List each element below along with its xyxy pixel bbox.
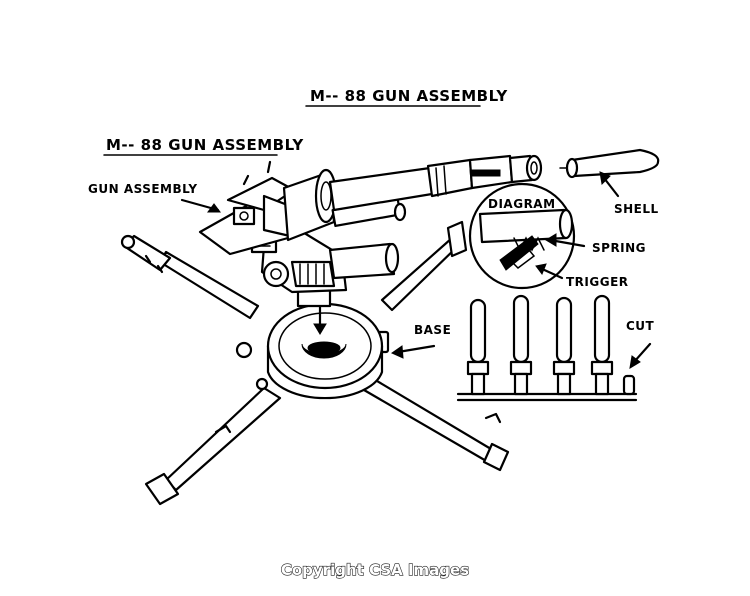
shell-graphic bbox=[559, 148, 660, 179]
trigger-label: TRIGGER bbox=[566, 275, 629, 289]
cut-shell-1 bbox=[466, 298, 490, 396]
secondary-title: M-- 88 GUN ASSEMBLY bbox=[106, 136, 304, 154]
cut-shell-3 bbox=[552, 296, 576, 396]
cut-shells bbox=[456, 294, 638, 402]
spring-label: SPRING bbox=[592, 241, 646, 255]
cut-shell-4 bbox=[590, 294, 614, 396]
gun-carriage bbox=[250, 226, 400, 308]
gun-assembly-label: GUN ASSEMBLY bbox=[88, 182, 198, 196]
base-turntable bbox=[266, 298, 384, 400]
diagram-label: DIAGRAM bbox=[488, 197, 556, 211]
diagram-inset bbox=[468, 182, 576, 290]
cut-shell-2 bbox=[509, 294, 533, 396]
gun-barrel bbox=[198, 154, 543, 256]
cut-shell-5 bbox=[622, 374, 636, 396]
base-legs bbox=[120, 220, 510, 506]
main-title: M-- 88 GUN ASSEMBLY bbox=[310, 87, 508, 105]
cut-label: CUT bbox=[626, 319, 655, 333]
copyright-text: Copyright CSA Images bbox=[281, 561, 469, 579]
base-label: BASE bbox=[414, 323, 451, 337]
leader-arrows bbox=[180, 171, 652, 369]
shell-label: SHELL bbox=[614, 202, 659, 216]
